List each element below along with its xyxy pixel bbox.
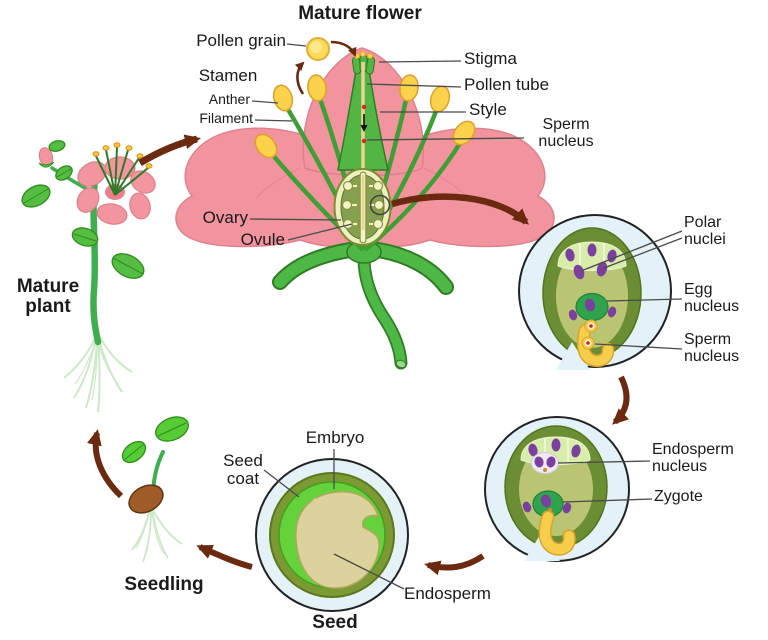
ovule-stage2-illustration <box>484 416 630 562</box>
sperm-dot-lower <box>361 138 367 144</box>
pollen-grain-leader <box>286 43 307 47</box>
polar-nuclei-leader-2 <box>603 237 683 269</box>
mature-plant-label: Mature plant <box>16 276 80 317</box>
pollen-tube-2 <box>538 510 576 556</box>
sperm-dot-upper <box>361 104 367 110</box>
stigma-leader <box>378 60 462 63</box>
flower-sepals-and-stem <box>272 240 454 370</box>
style-label: Style <box>469 100 507 119</box>
sperm-nucleus-ovule-leader <box>594 343 683 350</box>
egg-nucleus-label: Egg nucleus <box>684 281 740 315</box>
leader-lines <box>249 43 683 590</box>
polar-nuclei-shapes <box>573 261 608 280</box>
pollen-tube-leader <box>366 83 462 88</box>
mature-plant-illustration <box>21 140 156 413</box>
arrow-seedling-to-plant <box>87 429 124 499</box>
endosperm-nucleus-shape <box>531 452 559 474</box>
endosperm-label: Endosperm <box>404 584 491 603</box>
egg-nucleus-shape <box>584 298 596 312</box>
seedling-seed <box>128 484 164 514</box>
arrow-stage1-to-stage2 <box>612 375 630 425</box>
seedling-roots <box>131 507 183 563</box>
ovule-label: Ovule <box>240 230 285 249</box>
endosperm-region <box>295 491 380 589</box>
seedling-leaves <box>121 416 189 464</box>
seedling-label: Seedling <box>124 574 204 595</box>
endosperm-nucleus-leader <box>557 460 651 464</box>
sperm-nucleus-flower-label: Sperm nucleus <box>538 116 594 150</box>
sperm-nucleus-ovule-label: Sperm nucleus <box>684 331 740 365</box>
filament-label: Filament <box>199 110 253 126</box>
seed-coat-label: Seed coat <box>223 451 263 489</box>
stigma-label: Stigma <box>464 49 517 68</box>
pollen-grain-shape <box>306 37 330 61</box>
arrow-ovary-to-stage1 <box>391 193 529 225</box>
seedling-illustration <box>121 416 189 563</box>
zygote-leader <box>562 498 653 503</box>
highlighted-ovule-circle <box>369 194 391 216</box>
arrow-stage2-to-seed <box>424 553 485 576</box>
anther-label: Anther <box>208 91 250 107</box>
ovary-leader <box>249 218 342 221</box>
sperm-nuclei-shapes <box>581 319 598 350</box>
seed-label: Seed <box>312 612 358 633</box>
ovary-label: Ovary <box>202 208 248 227</box>
plant-roots <box>63 333 133 413</box>
polar-nuclei-label: Polar nuclei <box>684 214 726 248</box>
arrow-plant-to-flower <box>138 134 201 167</box>
egg-nucleus-leader <box>606 298 683 302</box>
arrow-pollen-to-stigma <box>330 40 357 57</box>
arrow-seed-to-seedling <box>196 544 253 570</box>
zygote-label: Zygote <box>654 488 703 505</box>
seed-coat-leader <box>263 469 300 498</box>
ovule-leader <box>287 223 353 241</box>
seed-illustration <box>255 458 409 612</box>
ovules <box>341 180 385 230</box>
cycle-arrows <box>87 40 630 576</box>
plant-bud <box>38 147 55 168</box>
flower-pistil <box>333 51 392 246</box>
sperm-nucleus-flower-leader <box>366 137 525 141</box>
antipodal-nuclei-2 <box>528 438 581 458</box>
endosperm-leader <box>333 553 405 590</box>
pollen-tube-label: Pollen tube <box>464 75 550 94</box>
endosperm-nucleus-label: Endosperm nucleus <box>652 441 734 475</box>
pollen-grain-label: Pollen grain <box>196 31 286 50</box>
diagram-title: Mature flower <box>298 3 422 24</box>
plant-flower-stamens <box>95 146 149 196</box>
polar-nuclei-leader-1 <box>580 230 683 272</box>
filament-leader <box>254 119 293 122</box>
anther-leader <box>251 100 279 104</box>
embryo-label: Embryo <box>305 428 365 447</box>
plant-flower-head <box>76 142 156 225</box>
stamen-label: Stamen <box>198 66 258 85</box>
plant-leaves <box>21 140 145 279</box>
ovule-stage1-illustration <box>518 214 672 370</box>
arrow-anther-to-pollen <box>294 61 305 95</box>
